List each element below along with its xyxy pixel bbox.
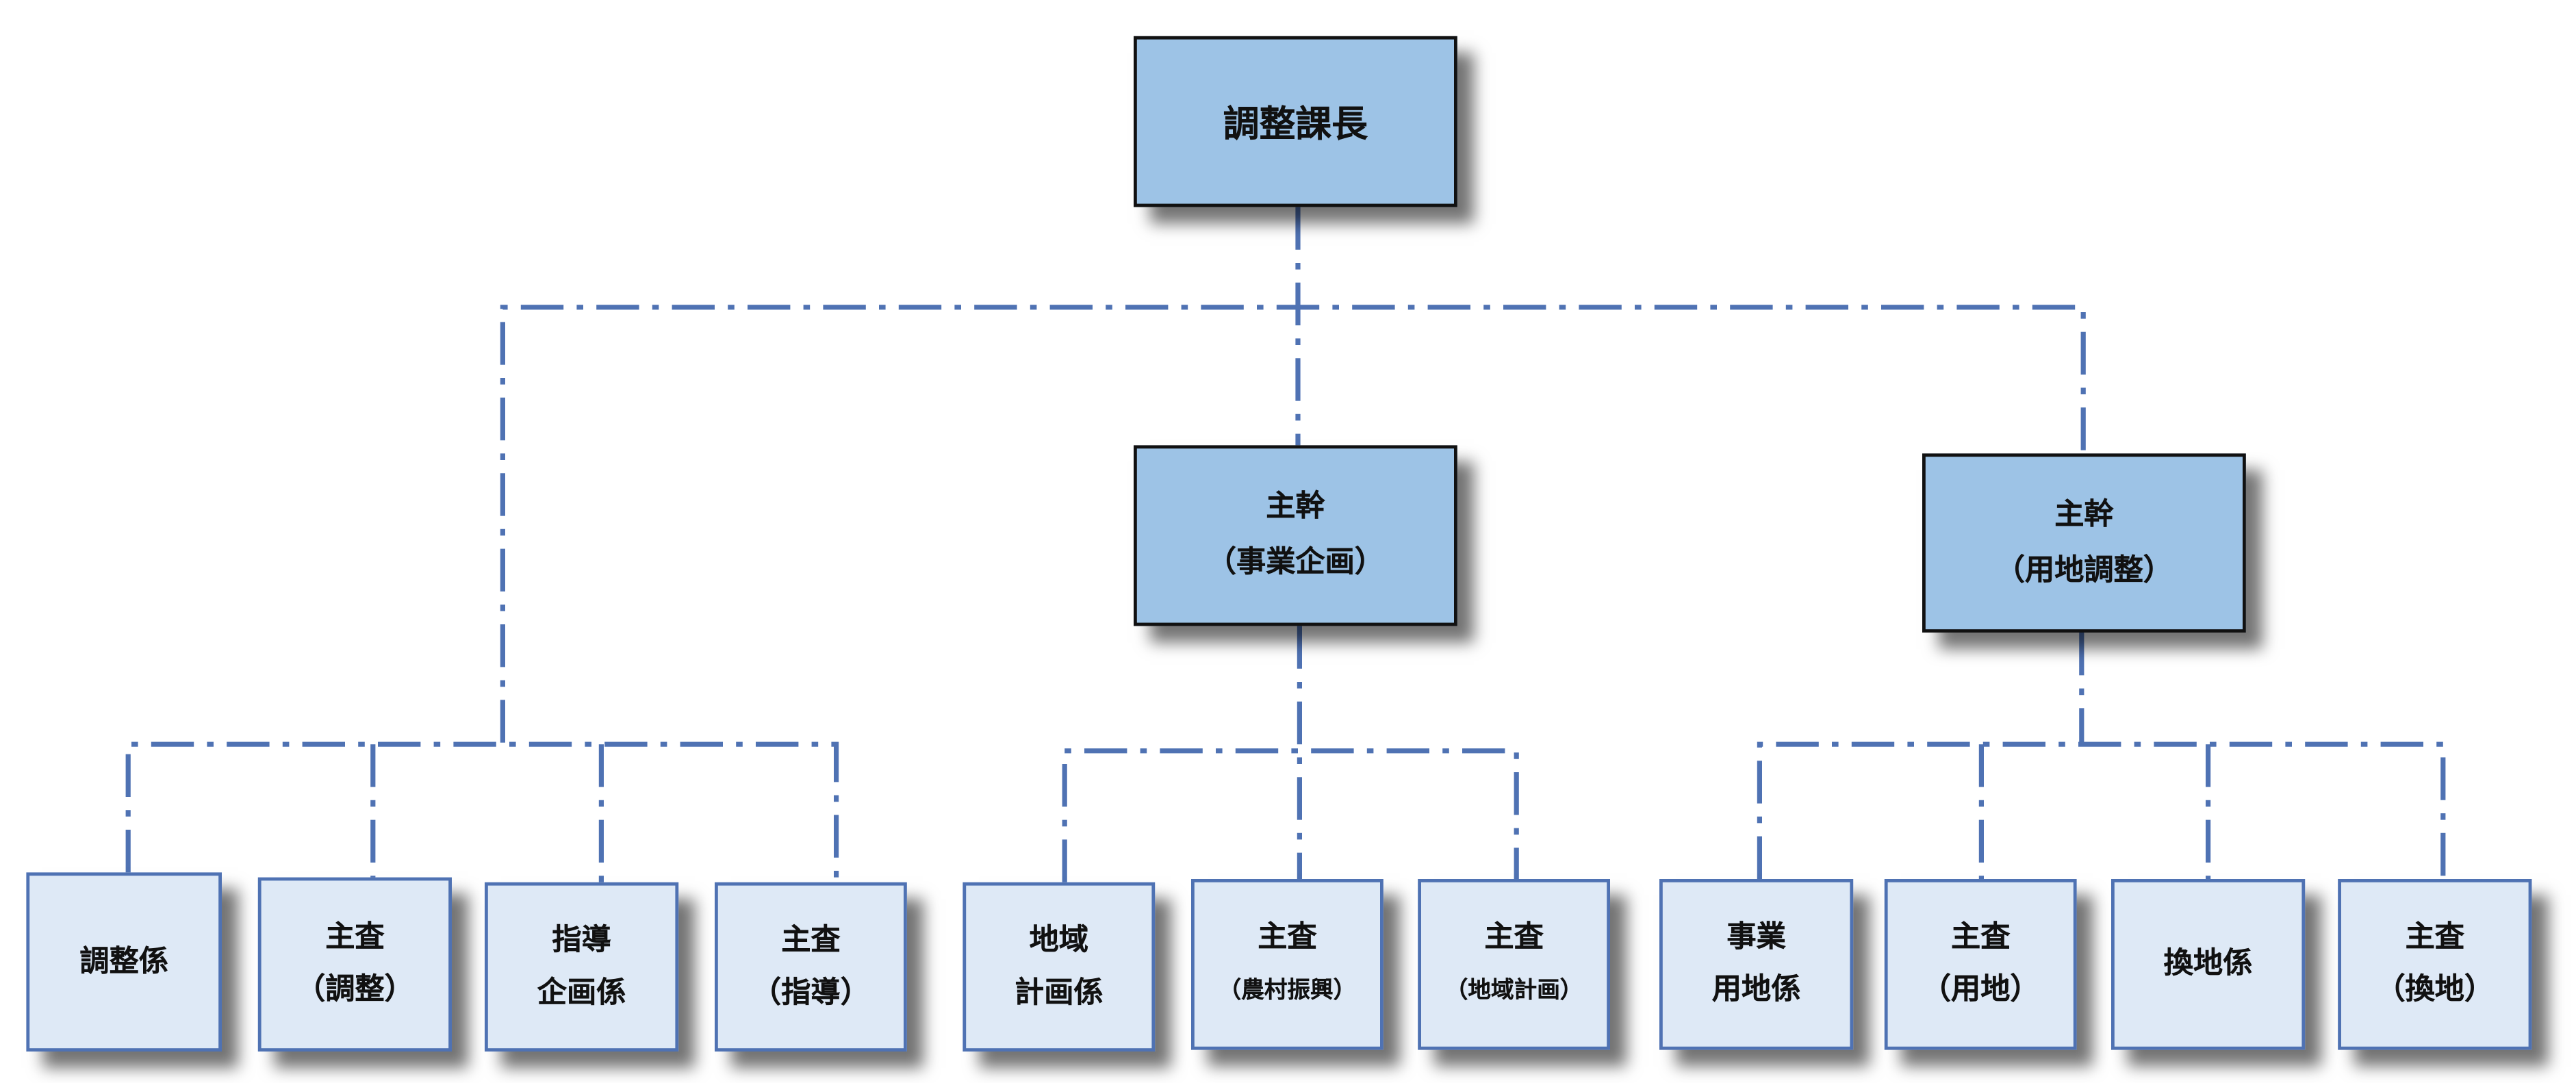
node-chief-inspector-rural-promotion: 主査 （農村振興） [1191,879,1383,1050]
node-line-2: （地域計画） [1444,978,1583,1004]
connector-group-middle-bus [1062,748,1519,882]
node-line-2: 企画係 [537,975,626,1010]
node-subtitle: （用地調整） [1995,552,2173,588]
node-line-2: （換地） [2375,972,2495,1008]
node-line-1: 主査 [1484,920,1544,955]
node-line-1: 事業 [1726,920,1786,955]
node-manager-land-coordination: 主幹 （用地調整） [1922,453,2246,633]
node-title: 主幹 [2054,497,2114,532]
node-line-1: 主査 [781,922,841,957]
node-land-replotting-section: 換地係 [2111,879,2306,1050]
node-line-1: 地域 [1029,922,1089,957]
node-regional-planning-section: 地域 計画係 [962,882,1156,1052]
node-line-1: 指導 [552,922,611,957]
node-chief-inspector-regional-planning: 主査 （地域計画） [1418,879,1610,1050]
node-chief-inspector-coordination: 主査 （調整） [257,877,452,1052]
node-chief-inspector-replotting: 主査 （換地） [2338,879,2532,1050]
node-project-land-section: 事業 用地係 [1659,879,1854,1050]
node-line-2: （農村振興） [1218,978,1357,1004]
node-line-2: （用地） [1921,972,2040,1008]
node-line-1: 換地係 [2163,946,2253,981]
node-subtitle: （事業企画） [1206,545,1385,581]
node-chief-inspector-guidance: 主査 （指導） [715,882,907,1052]
node-line-2: 計画係 [1015,975,1104,1010]
node-chief: 調整課長 [1134,36,1457,207]
connector-group-right-bus [1757,741,2446,880]
node-coordination-section: 調整係 [26,872,222,1052]
node-line-1: 主査 [1258,920,1317,955]
node-line-1: 主査 [1951,920,2011,955]
connector-group-left-bus [125,741,839,882]
node-line-1: 調整係 [79,943,169,979]
node-line-2: （指導） [752,975,870,1010]
node-chief-inspector-land: 主査 （用地） [1884,879,2077,1050]
node-line-2: （調整） [296,972,414,1008]
node-chief-title: 調整課長 [1223,105,1368,146]
node-line-1: 主査 [2405,920,2465,955]
node-title: 主幹 [1266,489,1325,524]
node-line-1: 主査 [325,920,385,955]
node-manager-business-planning: 主幹 （事業企画） [1134,445,1457,626]
connector-head-to-managers [500,305,2086,743]
node-line-2: 用地係 [1711,972,1801,1008]
node-guidance-planning-section: 指導 企画係 [485,882,679,1052]
